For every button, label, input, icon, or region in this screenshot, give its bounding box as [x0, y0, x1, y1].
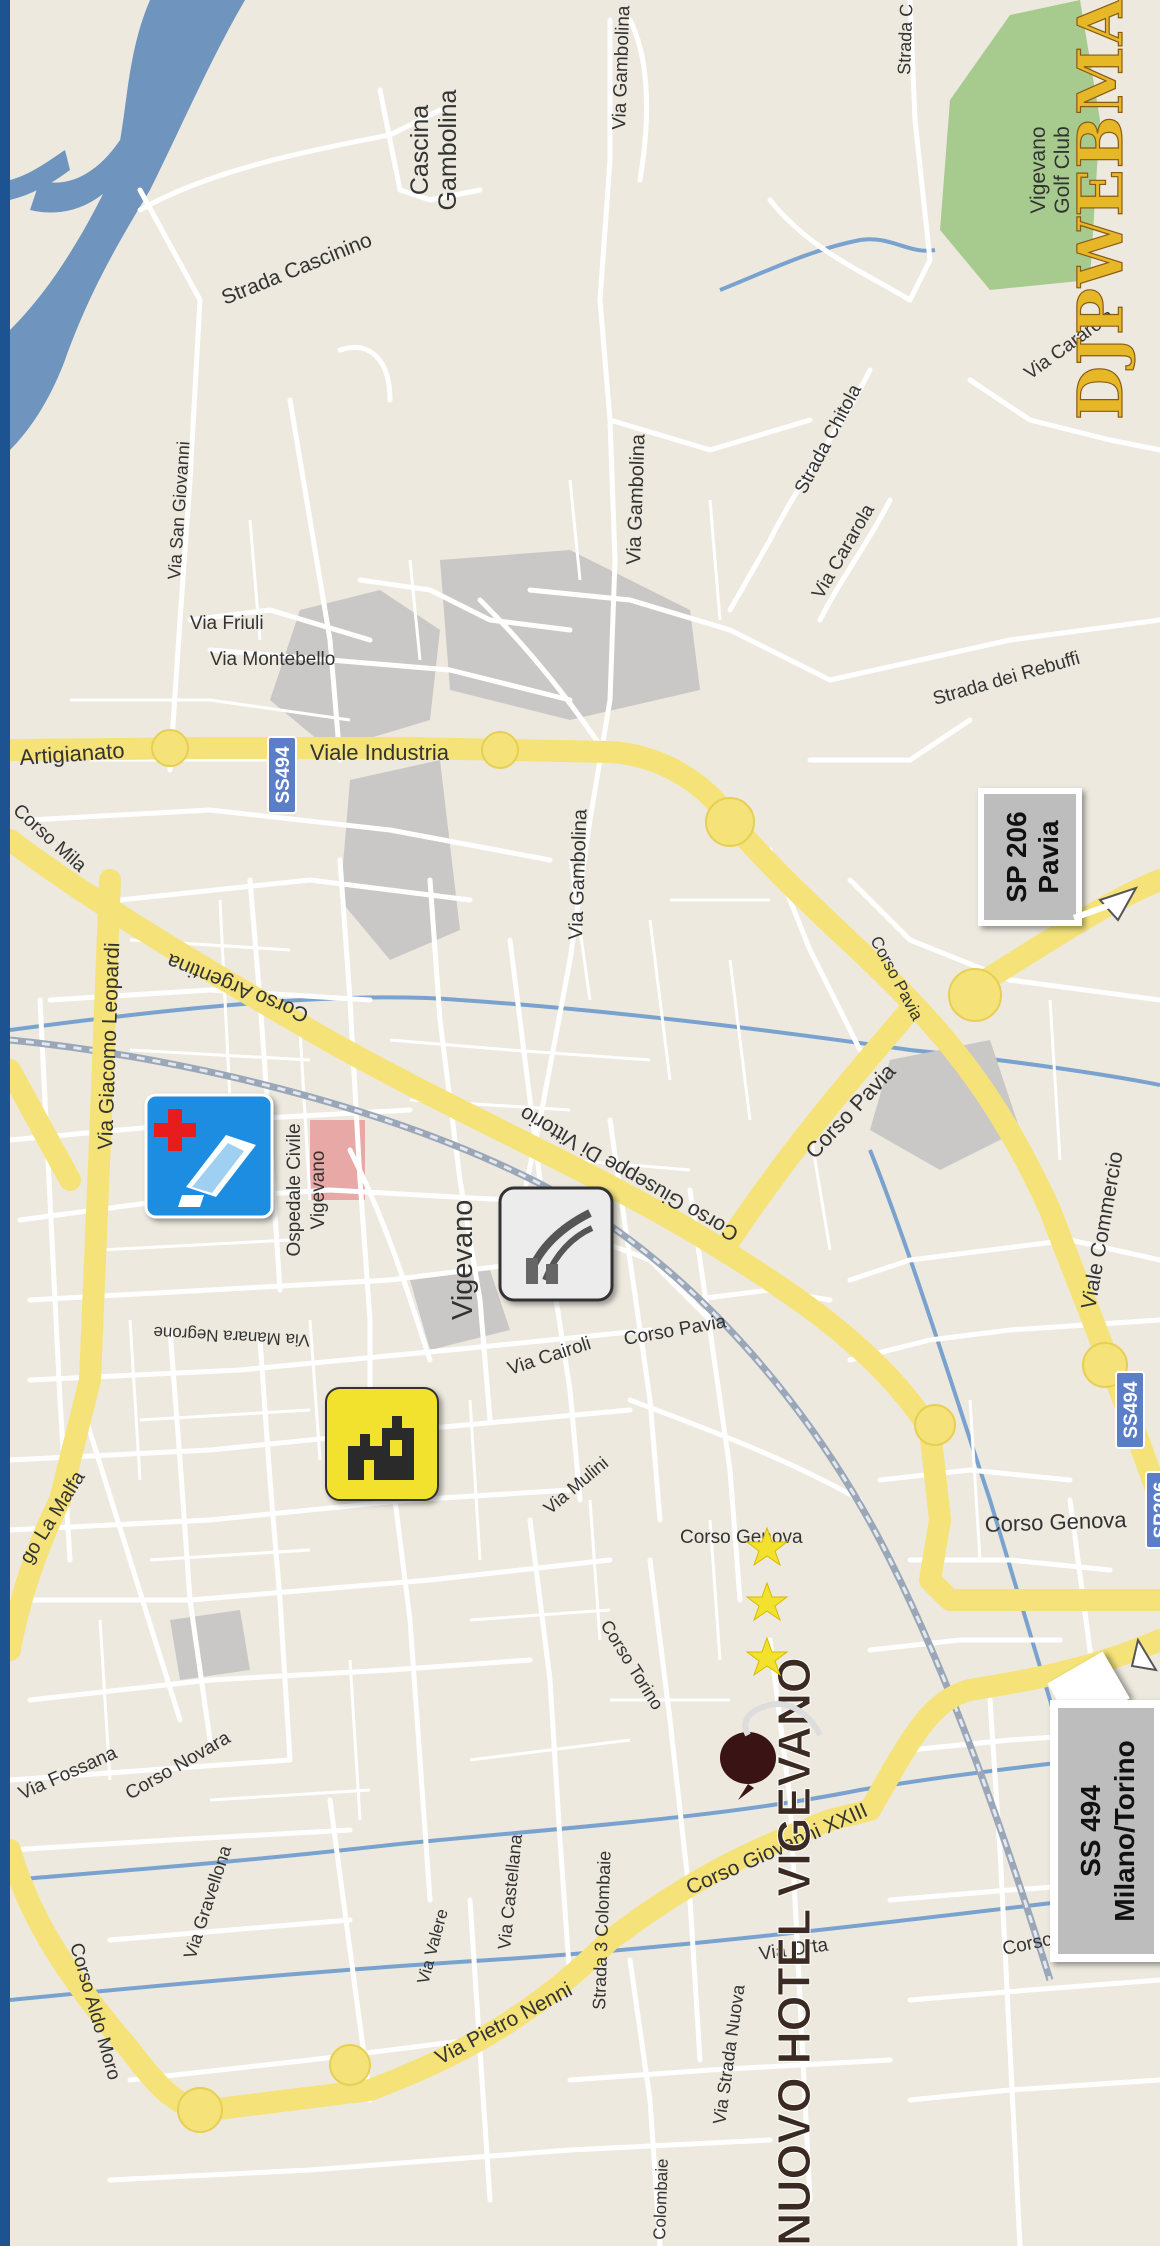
svg-text:Vigevano: Vigevano: [1027, 126, 1050, 213]
via-giacomo-leopardi-road: [49, 869, 121, 1511]
built-up-zones: [170, 550, 1020, 1680]
place-label-golf-club: Vigevano Golf Club: [1027, 126, 1074, 214]
hospital-icon[interactable]: [144, 1093, 274, 1219]
svg-text:Golf Club: Golf Club: [1051, 126, 1074, 214]
corso-argentina-road: [10, 829, 951, 1531]
svg-text:SS494: SS494: [1121, 1381, 1142, 1438]
place-label-vigevano: Vigevano: [447, 1200, 479, 1320]
street-label: Colombaie: [650, 2158, 672, 2240]
corso-milano-road: [10, 1059, 81, 1191]
window-edge: [0, 0, 10, 2246]
river-ticino: [10, 0, 245, 450]
place-label-cascina-gambolina: Cascina Gambolina: [406, 89, 462, 210]
sign-destination: Pavia: [1033, 820, 1064, 894]
road-shield: SS494: [267, 736, 297, 814]
street-label: Viale Industria: [310, 740, 450, 765]
castle-icon[interactable]: [325, 1387, 439, 1501]
golf-club-park: [940, 0, 1100, 290]
river-branch: [10, 150, 70, 200]
road-shield: SS494: [1115, 1371, 1145, 1449]
via-la-malfa-road: [10, 1489, 71, 1661]
svg-text:DJPWEBMASTA: DJPWEBMASTA: [1064, 0, 1137, 420]
ss494-sign[interactable]: SS 494 Milano/Torino: [1047, 1637, 1160, 1962]
hotel-star: [745, 1581, 789, 1622]
sign-destination: Milano/Torino: [1109, 1740, 1140, 1921]
arrow-icon: [1130, 1637, 1158, 1672]
corso-genova-road: [919, 1509, 1160, 1612]
place-labels: Cascina Gambolina Vigevano Golf Club Vig…: [284, 89, 1074, 1320]
hotel-pin-icon[interactable]: [720, 1701, 823, 1800]
street-label: Corso Genova: [680, 1527, 803, 1548]
city-map[interactable]: SS494 SS494 SP206 Strada Cascinino Via G…: [10, 0, 1160, 2246]
street-label: Strada C: [894, 3, 916, 75]
sp206-sign[interactable]: SP 206 Pavia: [978, 788, 1139, 926]
street-label: Via Friuli: [190, 613, 264, 634]
corso-giovanni-xxiii-road: [199, 1629, 1160, 2121]
hotel-star: [745, 1636, 789, 1677]
sign-road-number: SP 206: [1001, 811, 1032, 902]
hotel-star: [745, 1526, 789, 1567]
street-label: Via Gambolina: [623, 433, 650, 565]
svg-text:Ospedale Civile: Ospedale Civile: [284, 1123, 305, 1256]
watermark-logo: DJPWEBMASTA: [1063, 0, 1137, 421]
road-shields: SS494 SS494 SP206: [267, 736, 1160, 1549]
svg-text:SS494: SS494: [273, 746, 294, 803]
sign-road-number: SS 494: [1075, 1785, 1106, 1877]
ring-road-east: [719, 809, 1160, 1511]
road-shield: SP206: [1145, 1471, 1160, 1549]
station-icon[interactable]: [498, 1186, 614, 1302]
hotel-stars: [745, 1526, 789, 1677]
svg-text:Gambolina: Gambolina: [434, 89, 462, 210]
river-branch: [30, 140, 130, 213]
railway: [10, 1036, 1054, 1982]
street-label: Corso Genova: [984, 1507, 1127, 1537]
place-label-hospital: Ospedale Civile Vigevano: [284, 1123, 329, 1256]
svg-text:Cascina: Cascina: [406, 105, 434, 195]
street-label: Via Montebello: [210, 649, 335, 670]
street-label: Via Gambolina: [609, 5, 634, 130]
alleys: [70, 479, 1062, 1821]
street-label: Via Gambolina: [565, 808, 592, 940]
svg-text:SP206: SP206: [1151, 1481, 1160, 1538]
hotel-name: NUOVO HOTEL VIGEVANO: [768, 1657, 820, 2246]
corso-pavia-road: [719, 999, 921, 1251]
svg-text:Vigevano: Vigevano: [308, 1151, 329, 1230]
